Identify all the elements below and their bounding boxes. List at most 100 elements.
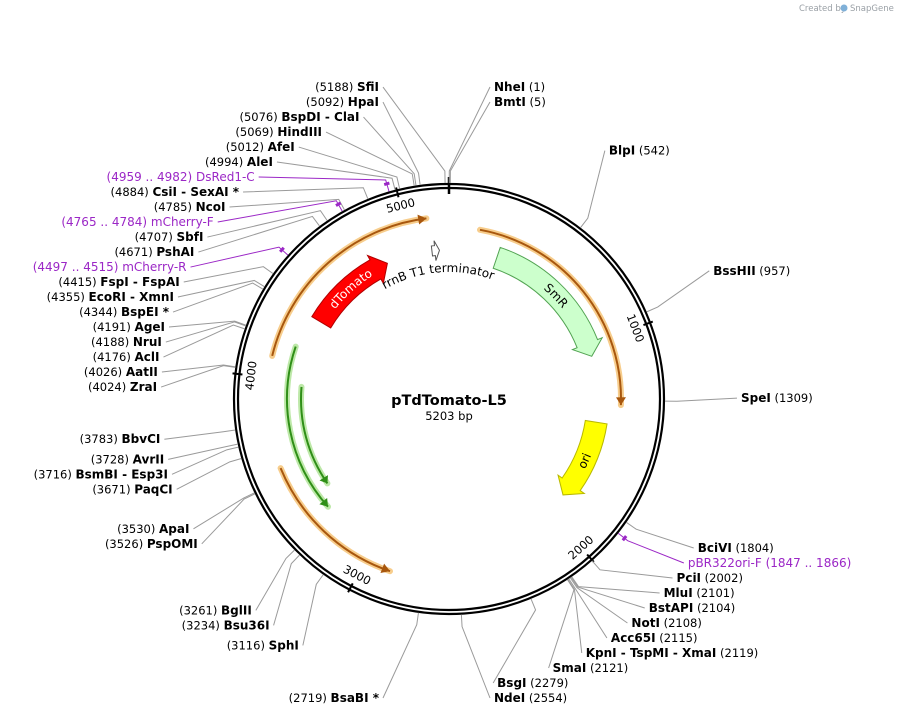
- leader-line: [164, 429, 236, 440]
- site-label: (3783) BbvCI: [80, 432, 161, 446]
- site-name: BstAPI: [649, 601, 694, 615]
- tick-label: 2000: [565, 532, 596, 562]
- leader-line: [258, 176, 390, 192]
- leader-line: [229, 198, 345, 211]
- site-zrai: (4024) ZraI: [88, 365, 236, 394]
- leader-line: [580, 150, 606, 228]
- site-bbvci: (3783) BbvCI: [80, 429, 236, 446]
- leader-line: [165, 321, 246, 343]
- site-position: (2104): [693, 601, 735, 615]
- site-name: NotI: [631, 616, 660, 630]
- leader-line: [626, 521, 694, 549]
- primer-label: (4765 .. 4784) mCherry-F: [61, 215, 213, 229]
- feature-arrow-dtomato: [311, 254, 388, 329]
- site-hpai: (5092) HpaI: [306, 95, 421, 186]
- snapgene-logo-icon: [840, 4, 848, 12]
- site-position: (4994): [205, 155, 247, 169]
- site-name: PspOMI: [147, 537, 198, 551]
- site-label: (3116) SphI: [227, 638, 299, 652]
- site-name: SbfI: [176, 230, 203, 244]
- site-position: (3116): [227, 638, 269, 652]
- site-position: (3671): [92, 482, 134, 496]
- site-position: (2002): [701, 571, 743, 585]
- site-name: AclI: [134, 350, 159, 364]
- leader-line: [363, 116, 417, 186]
- site-position: (4026): [84, 365, 126, 379]
- site-position: (4884): [111, 185, 153, 199]
- site-label: SpeI (1309): [741, 391, 813, 405]
- site-label: BssHII (957): [713, 264, 790, 278]
- site-position: (3728): [91, 452, 133, 466]
- tick-2000: 2000: [565, 532, 596, 563]
- leader-line: [176, 458, 242, 490]
- site-label: (3728) AvrII: [91, 452, 164, 466]
- site-label: (4026) AatII: [84, 365, 158, 379]
- site-position: (5188): [315, 80, 357, 94]
- site-position: (2554): [525, 691, 567, 705]
- site-name: ZraI: [130, 380, 157, 394]
- leader-line: [190, 246, 289, 268]
- site-acli: (4176) AclI: [93, 324, 245, 364]
- site-label: (4176) AclI: [93, 350, 160, 364]
- primer-name: mCherry-F: [151, 215, 214, 229]
- site-label: (3716) BsmBI - Esp3I: [34, 467, 168, 481]
- leader-line: [171, 446, 239, 475]
- site-pspomi: (3526) PspOMI: [105, 493, 256, 551]
- leader-line: [548, 579, 575, 669]
- primer-mcherry-r: (4497 .. 4515) mCherry-R: [33, 246, 289, 274]
- site-csii-sexai: (4884) CsiI - SexAI *: [111, 185, 369, 199]
- site-bstapi: BstAPI (2104): [570, 576, 735, 615]
- site-name: BmtI: [494, 95, 526, 109]
- site-label: PciI (2002): [677, 571, 743, 585]
- site-pcii: PciI (2002): [591, 560, 743, 585]
- site-name: SpeI: [741, 391, 771, 405]
- site-label: (2719) BsaBI *: [289, 691, 380, 705]
- site-name: BbvCI: [122, 432, 161, 446]
- primer-site-marker: [279, 246, 285, 253]
- site-label: BstAPI (2104): [649, 601, 735, 615]
- site-position: (4176): [93, 350, 135, 364]
- site-name: Acc65I: [611, 631, 656, 645]
- orf-arrowhead-4: [380, 563, 390, 573]
- site-label: (4344) BspEI *: [79, 305, 170, 319]
- site-label: BsgI (2279): [497, 676, 568, 690]
- leader-line: [172, 282, 264, 313]
- site-label: (5188) SfiI: [315, 80, 379, 94]
- site-kpni-tspmi-xmai: KpnI - TspMI - XmaI (2119): [567, 579, 759, 660]
- site-label: (5092) HpaI: [306, 95, 379, 109]
- site-position: (5): [526, 95, 546, 109]
- leader-line: [193, 492, 255, 530]
- site-label: (4671) PshAI: [114, 245, 194, 259]
- feature-arrow-smr: [492, 246, 604, 357]
- feature-rrnb-t1-terminator: rrnB T1 terminator: [379, 240, 496, 292]
- leader-line: [201, 493, 256, 545]
- site-name: AvrII: [133, 452, 165, 466]
- site-name: NheI: [494, 80, 525, 94]
- site-label: BlpI (542): [609, 144, 670, 158]
- site-position: (1804): [732, 541, 774, 555]
- site-position: (2101): [693, 586, 735, 600]
- site-label: KpnI - TspMI - XmaI (2119): [586, 646, 759, 660]
- site-label: (3530) ApaI: [117, 522, 189, 536]
- site-bcivi: BciVI (1804): [626, 521, 774, 555]
- primer-name: mCherry-R: [122, 260, 186, 274]
- site-fspi-fspai: (4415) FspI - FspAI: [58, 266, 274, 289]
- site-name: SphI: [269, 638, 299, 652]
- site-label: NdeI (2554): [494, 691, 567, 705]
- credit-prefix: Created by: [799, 4, 846, 14]
- site-noti: NotI (2108): [569, 577, 702, 630]
- leader-line: [460, 614, 491, 699]
- site-bsabi: (2719) BsaBI *: [289, 612, 419, 705]
- site-position: (5012): [226, 140, 268, 154]
- site-aatii: (4026) AatII: [84, 364, 236, 379]
- site-name: SmaI: [553, 661, 587, 675]
- feature-label-rrnb-t1-terminator: rrnB T1 terminator: [379, 261, 496, 292]
- site-name: NcoI: [196, 200, 226, 214]
- site-label: (3526) PspOMI: [105, 537, 198, 551]
- site-label: SmaI (2121): [553, 661, 629, 675]
- primer-range: (1847 .. 1866): [762, 556, 852, 570]
- primer-mcherry-f: (4765 .. 4784) mCherry-F: [61, 200, 343, 229]
